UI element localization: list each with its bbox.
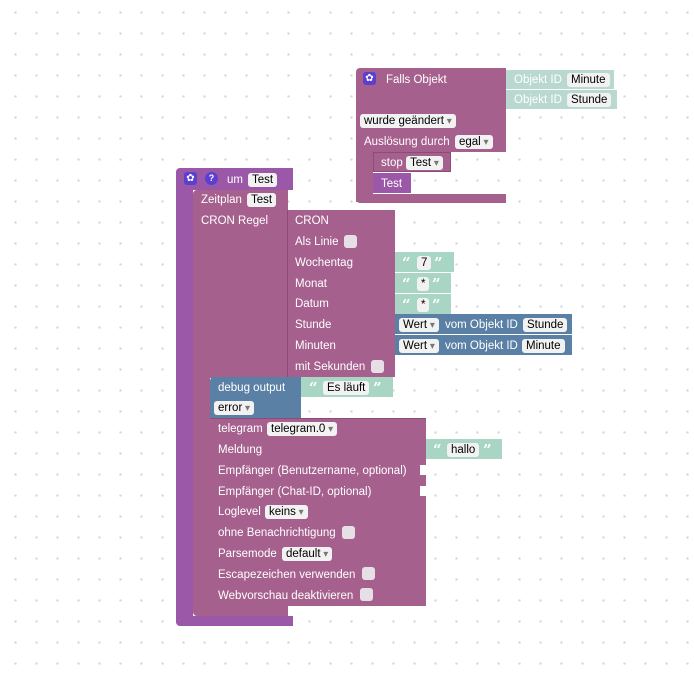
trigger-title: Falls Objekt (386, 74, 447, 86)
silent-label: ohne Benachrichtigung (218, 527, 336, 539)
close-quote-icon: ” (434, 254, 443, 272)
open-quote-icon: “ (433, 441, 442, 459)
object-id-minute-field[interactable]: Minute (567, 73, 610, 87)
date-label: Datum (295, 298, 329, 310)
message-field[interactable]: hallo (447, 443, 480, 457)
gear-icon[interactable]: ✿ (184, 172, 197, 185)
telegram-instance-dropdown[interactable]: telegram.0 (267, 422, 338, 436)
debug-level-dropdown[interactable]: error (214, 401, 255, 415)
open-quote-icon: “ (309, 379, 318, 397)
parsemode-label: Parsemode (218, 548, 277, 560)
recipient-chat-label: Empfänger (Chat-ID, optional) (218, 486, 372, 498)
open-quote-icon: “ (402, 254, 411, 272)
as-line-label: Als Linie (295, 236, 339, 248)
recipient-user-socket[interactable] (420, 465, 426, 475)
cron-rule-label: CRON Regel (201, 215, 269, 227)
close-quote-icon: ” (432, 275, 441, 293)
open-quote-icon: “ (402, 275, 411, 293)
zeitplan-field[interactable]: Test (247, 193, 277, 207)
um-block-footer (176, 616, 293, 626)
with-seconds-checkbox[interactable] (371, 360, 384, 373)
telegram-block-body[interactable] (210, 418, 426, 606)
cron-title: CRON (295, 215, 329, 227)
hour-value-dropdown[interactable]: Wert (399, 318, 439, 332)
object-id-label: Objekt ID (514, 74, 562, 86)
preview-label: Webvorschau deaktivieren (218, 590, 354, 602)
zeitplan-block-inner-spine (193, 376, 210, 610)
as-line-checkbox[interactable] (344, 235, 357, 248)
debug-label: debug output (218, 382, 286, 394)
date-field[interactable]: * (417, 298, 430, 312)
close-quote-icon: ” (373, 379, 382, 397)
stop-text-block[interactable] (373, 173, 411, 193)
preview-checkbox[interactable] (360, 588, 373, 601)
zeitplan-block-footer (193, 606, 288, 616)
with-seconds-label: mit Sekunden (295, 361, 366, 373)
recipient-chat-socket[interactable] (420, 486, 426, 496)
weekday-label: Wochentag (295, 257, 353, 269)
debug-text-field[interactable]: Es läuft (323, 381, 370, 395)
close-quote-icon: ” (483, 441, 492, 459)
hour-from-object-label: vom Objekt ID (445, 319, 518, 331)
stop-dropdown[interactable]: Test (406, 156, 443, 170)
hour-label: Stunde (295, 319, 332, 331)
hour-object-field[interactable]: Stunde (523, 318, 568, 332)
month-label: Monat (295, 278, 327, 290)
minute-from-object-label: vom Objekt ID (445, 340, 518, 352)
minute-value-dropdown[interactable]: Wert (399, 339, 439, 353)
escape-checkbox[interactable] (362, 567, 375, 580)
object-id-stunde-field[interactable]: Stunde (567, 93, 612, 107)
telegram-label: telegram (218, 423, 263, 435)
minute-object-field[interactable]: Minute (522, 339, 565, 353)
month-field[interactable]: * (417, 277, 430, 291)
open-quote-icon: “ (402, 296, 411, 314)
close-quote-icon: ” (432, 296, 441, 314)
um-label: um (227, 174, 243, 186)
weekday-field[interactable]: 7 (417, 256, 432, 270)
trigger-block-spine (356, 150, 373, 202)
message-label: Meldung (218, 444, 263, 456)
change-mode-dropdown[interactable]: wurde geändert (360, 114, 456, 128)
trigger-by-label: Auslösung durch (364, 136, 450, 148)
object-id-label: Objekt ID (514, 94, 562, 106)
um-field[interactable]: Test (248, 173, 278, 187)
silent-checkbox[interactable] (342, 526, 355, 539)
minutes-label: Minuten (295, 340, 336, 352)
stop-label: stop (381, 157, 403, 169)
loglevel-label: Loglevel (218, 506, 261, 518)
trigger-by-dropdown[interactable]: egal (455, 135, 493, 149)
escape-label: Escapezeichen verwenden (218, 569, 356, 581)
cron-block[interactable] (287, 210, 395, 377)
zeitplan-block-spine (193, 208, 288, 378)
recipient-user-label: Empfänger (Benutzername, optional) (218, 465, 407, 477)
zeitplan-label: Zeitplan (201, 194, 242, 206)
loglevel-dropdown[interactable]: keins (265, 505, 308, 519)
um-block-spine (176, 188, 193, 618)
parsemode-dropdown[interactable]: default (282, 547, 333, 561)
trigger-block-footer (356, 194, 506, 203)
gear-icon[interactable]: ✿ (363, 72, 376, 85)
help-icon[interactable]: ? (205, 172, 218, 185)
stop-text: Test (381, 178, 403, 190)
